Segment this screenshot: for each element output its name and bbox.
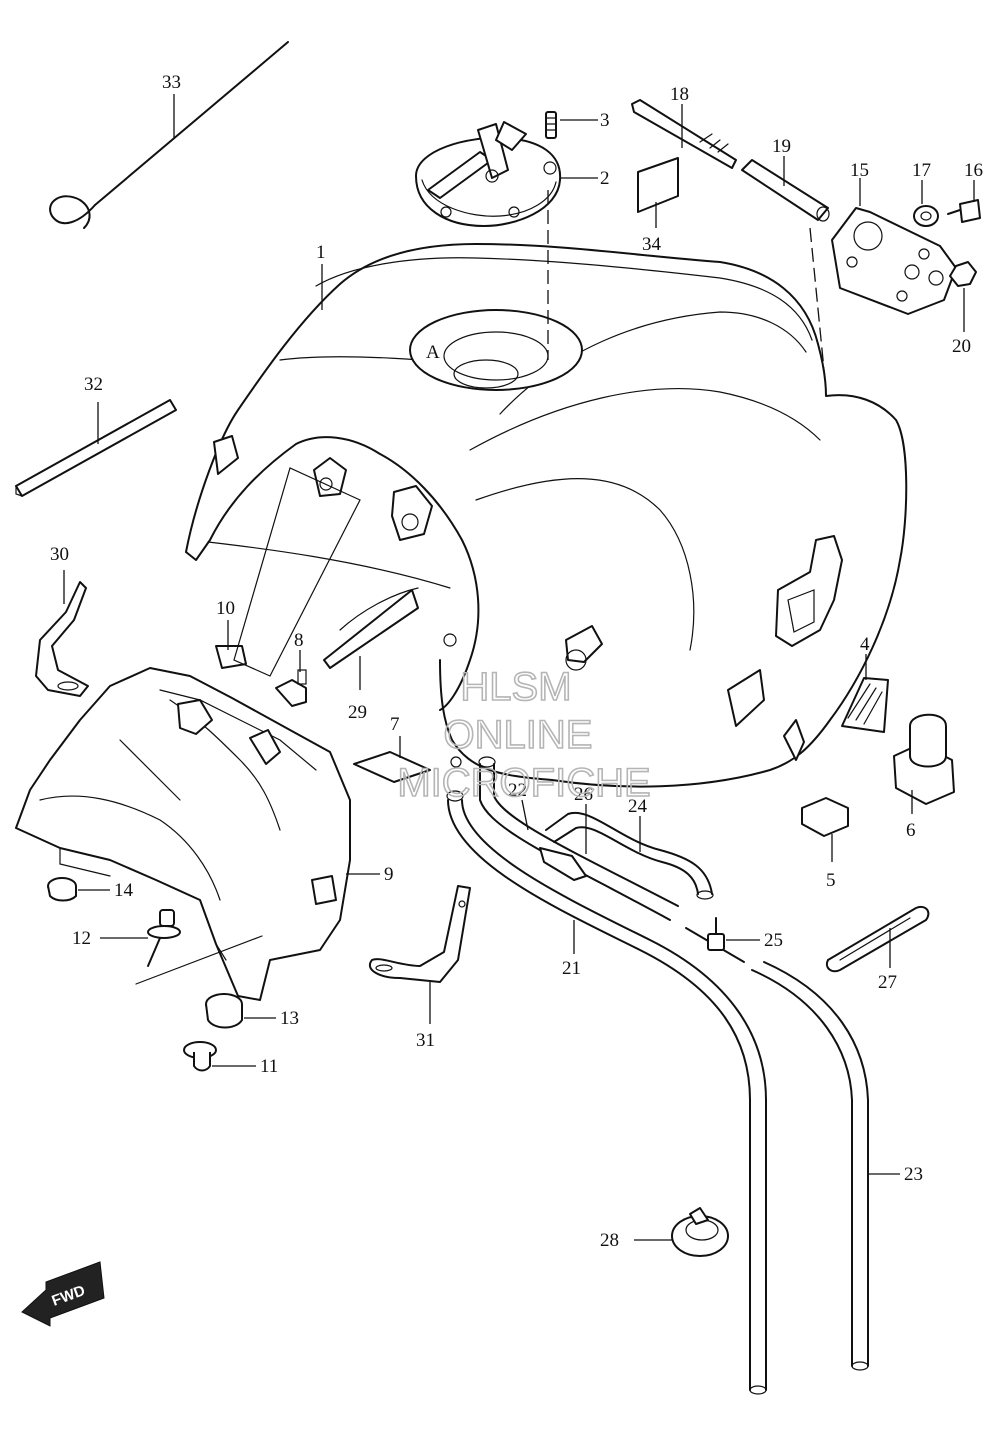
part-2-fuel-cap	[415, 121, 562, 227]
callout-4: 4	[860, 634, 870, 655]
part-8-bolt	[275, 669, 307, 707]
part-34-label	[637, 157, 679, 213]
callout-25: 25	[764, 930, 783, 951]
part-32-strip	[15, 399, 177, 497]
callout-27: 27	[878, 972, 897, 993]
callout-17: 17	[912, 160, 931, 181]
callout-19: 19	[772, 136, 791, 157]
callout-10: 10	[216, 598, 235, 619]
leader-lines	[63, 94, 975, 1241]
part-30-bracket	[35, 581, 89, 697]
part-1-fuel-tank	[185, 243, 908, 788]
callout-14: 14	[114, 880, 134, 901]
watermark: HLSM ONLINE MICROFICHE	[397, 664, 652, 806]
callout-3: 3	[600, 110, 610, 131]
callout-2: 2	[600, 168, 610, 189]
fwd-arrow-icon	[21, 1261, 105, 1327]
callout-1: 1	[316, 242, 326, 263]
part-6-damper	[893, 713, 955, 805]
part-17-grommet	[913, 205, 939, 227]
part-3-screw	[545, 111, 557, 139]
part-19-sleeve	[741, 159, 830, 222]
watermark-line-3: MICROFICHE	[397, 761, 650, 805]
part-9-tray	[15, 667, 351, 1001]
callout-22: 22	[508, 780, 527, 801]
part-26-clamp	[539, 847, 587, 881]
part-27-strap	[826, 906, 930, 973]
part-21-hose	[446, 790, 767, 1395]
callout-11: 11	[260, 1056, 278, 1077]
part-14-grommet	[47, 877, 77, 902]
part-7-pad	[353, 751, 431, 783]
callout-33: 33	[162, 72, 181, 93]
part-5-damper	[801, 797, 849, 837]
callout-6: 6	[906, 820, 916, 841]
callout-32: 32	[84, 374, 103, 395]
part-4-pad	[841, 677, 889, 733]
callout-28: 28	[600, 1230, 619, 1251]
part-20-nut	[949, 261, 977, 287]
part-24-hose	[545, 811, 714, 900]
assembly-lines	[135, 190, 827, 985]
callout-labels: 1 2 3 4 5 6 7 8 9 10 11 12 13 14 15 16 1…	[50, 72, 983, 1251]
callout-8: 8	[294, 630, 304, 651]
part-16-screw	[947, 199, 981, 223]
part-12-bolt	[147, 909, 181, 967]
part-22-hose	[478, 756, 679, 921]
callout-5: 5	[826, 870, 836, 891]
part-10-tab	[215, 645, 247, 669]
part-18-bolt	[631, 99, 737, 169]
part-23-hose	[751, 961, 869, 1371]
callout-29: 29	[348, 702, 367, 723]
fwd-direction-badge: FWD	[21, 1261, 105, 1327]
callout-31: 31	[416, 1030, 435, 1051]
watermark-line-1: HLSM	[460, 665, 571, 709]
callout-24: 24	[628, 796, 648, 817]
callout-20: 20	[952, 336, 971, 357]
tank-mark-a: A	[426, 342, 440, 363]
part-33-rod	[49, 41, 289, 229]
part-11-collar	[183, 1041, 217, 1072]
callout-26: 26	[574, 784, 593, 805]
callout-21: 21	[562, 958, 581, 979]
callout-13: 13	[280, 1008, 299, 1029]
part-31-bracket	[369, 885, 471, 983]
part-25-t-joint	[685, 917, 745, 963]
callout-12: 12	[72, 928, 91, 949]
callout-7: 7	[390, 714, 400, 735]
callout-18: 18	[670, 84, 689, 105]
callout-34: 34	[642, 234, 662, 255]
callout-9: 9	[384, 864, 394, 885]
watermark-line-2: ONLINE	[444, 713, 593, 757]
callout-15: 15	[850, 160, 869, 181]
callout-23: 23	[904, 1164, 923, 1185]
callout-16: 16	[964, 160, 983, 181]
part-13-grommet	[205, 993, 243, 1029]
part-28-clip	[671, 1207, 729, 1257]
callout-30: 30	[50, 544, 69, 565]
part-15-plate	[831, 207, 957, 315]
part-29-pad	[323, 587, 419, 669]
